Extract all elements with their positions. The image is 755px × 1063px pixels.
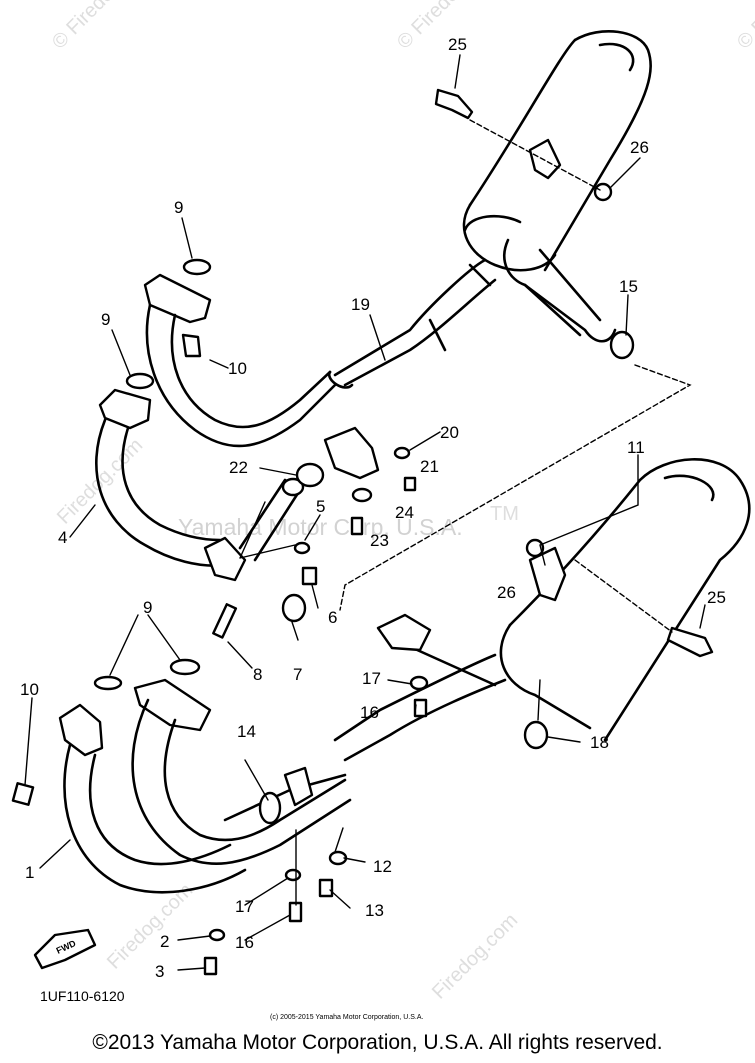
joint-parts: [212, 426, 417, 639]
watermark-tm: TM: [490, 503, 519, 525]
callout-4: 4: [58, 528, 67, 547]
callout-9-bottom: 9: [143, 598, 152, 617]
callout-25-bottom: 25: [707, 588, 726, 607]
callout-24: 24: [395, 503, 414, 522]
callout-10-bottom: 10: [20, 680, 39, 699]
callout-21: 21: [420, 457, 439, 476]
callout-9-mid: 9: [101, 310, 110, 329]
watermark-yamaha: Yamaha Motor Corp, U.S.A.: [178, 514, 463, 540]
callout-15: 15: [619, 277, 638, 296]
upper-exhaust-pipe: [143, 258, 337, 448]
watermark-bottom-left: Firedog.com: [103, 879, 197, 973]
bolts: [434, 88, 714, 658]
leader-lines: [24, 54, 706, 971]
fwd-arrow: FWD: [33, 928, 97, 970]
callout-14: 14: [237, 722, 256, 741]
callout-26-bottom: 26: [497, 583, 516, 602]
watermark-bottom-center: Firedog.com: [428, 909, 522, 1003]
callout-17-left: 17: [235, 897, 254, 916]
diagram-code: 1UF110-6120: [40, 988, 125, 1004]
watermarks: © Firedog.com © Firedog.com © Firedog.co…: [48, 0, 755, 1004]
callout-11: 11: [627, 438, 645, 457]
watermark-top-left: © Firedog.com: [48, 0, 157, 54]
callouts: 25 26 9 15 19 9 10 20 11 22 21 5 24 4 23…: [20, 35, 726, 981]
callout-12: 12: [373, 857, 392, 876]
callout-9-top: 9: [174, 198, 183, 217]
watermark-top-right: © Firedog.com: [733, 0, 755, 54]
callout-13: 13: [365, 901, 384, 920]
callout-6: 6: [328, 608, 337, 627]
lower-exhaust-pipes: [11, 658, 429, 976]
exhaust-pipe-4: [95, 372, 305, 582]
callout-18: 18: [590, 733, 609, 752]
callout-26-top: 26: [630, 138, 649, 157]
callout-22: 22: [229, 458, 248, 477]
callout-8: 8: [253, 665, 262, 684]
callout-2: 2: [160, 932, 169, 951]
callout-17-right: 17: [362, 669, 381, 688]
callout-16-right: 16: [360, 703, 379, 722]
callout-5: 5: [316, 497, 325, 516]
callout-23: 23: [370, 531, 389, 550]
callout-10-top: 10: [228, 359, 247, 378]
callout-20: 20: [440, 423, 459, 442]
credit-line: (c) 2005-2015 Yamaha Motor Corporation, …: [270, 1014, 423, 1021]
lower-right-muffler: [333, 458, 751, 762]
callout-1: 1: [25, 863, 34, 882]
watermark-mid-left: Firedog.com: [53, 434, 147, 528]
callout-3: 3: [155, 962, 164, 981]
copyright-footer: ©2013 Yamaha Motor Corporation, U.S.A. A…: [92, 1031, 663, 1054]
upper-right-muffler: [327, 29, 652, 389]
callout-25-top: 25: [448, 35, 467, 54]
callout-7: 7: [293, 665, 302, 684]
callout-19: 19: [351, 295, 370, 314]
callout-16-left: 16: [235, 933, 254, 952]
